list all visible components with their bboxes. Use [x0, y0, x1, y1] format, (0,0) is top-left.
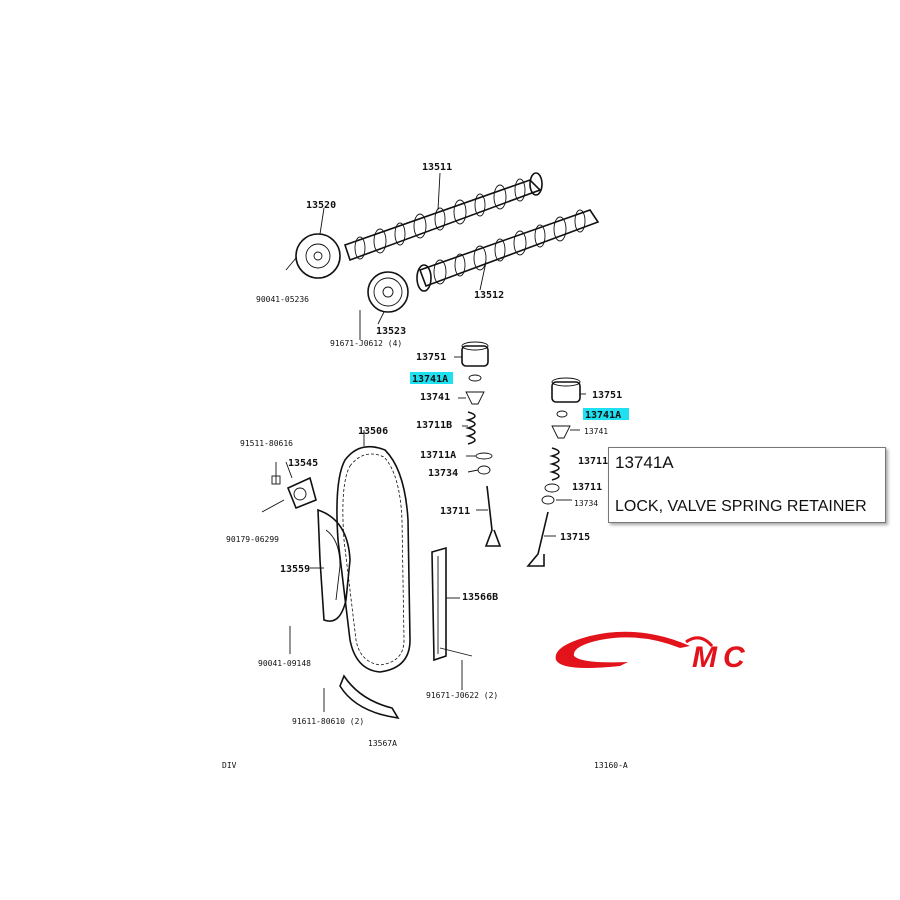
cam-sprocket[interactable] — [367, 271, 409, 313]
label-bolt-cam[interactable]: 90041-05236 — [256, 295, 309, 304]
label-cam-gear[interactable]: 13520 — [306, 200, 336, 211]
label-lifter-right[interactable]: 13751 — [592, 390, 622, 401]
label-seal-right[interactable]: 13734 — [574, 499, 598, 508]
label-valve-right[interactable]: 13715 — [560, 532, 590, 543]
label-guide-lower[interactable]: 13567A — [368, 739, 397, 748]
label-retainer-right[interactable]: 13741 — [584, 427, 608, 436]
label-spring-right[interactable]: 13711 — [578, 456, 608, 467]
tooltip-part-code: 13741A — [615, 453, 674, 472]
label-camshaft-2[interactable]: 13512 — [474, 290, 504, 301]
part-tooltip: 13741A LOCK, VALVE SPRING RETAINER — [608, 447, 886, 523]
camshaft-lower[interactable] — [416, 209, 600, 292]
label-slipper[interactable]: 13559 — [280, 564, 310, 575]
label-seat-left[interactable]: 13711A — [420, 450, 456, 461]
label-bolt-sprocket[interactable]: 91671-J0612 (4) — [330, 339, 402, 348]
label-valve-left[interactable]: 13711 — [440, 506, 470, 517]
label-corner-left: DIV — [222, 761, 237, 770]
label-guide-right[interactable]: 13566B — [462, 592, 498, 603]
label-retainer-left[interactable]: 13741 — [420, 392, 450, 403]
timing-chain[interactable] — [336, 445, 411, 673]
label-bolt-guide-lower[interactable]: 91611-80610 (2) — [292, 717, 364, 726]
label-lock-right[interactable]: 13741A — [585, 410, 621, 421]
tooltip-part-description: LOCK, VALVE SPRING RETAINER — [615, 498, 867, 515]
valve-stack-right[interactable] — [526, 377, 581, 567]
camshaft-upper[interactable] — [343, 172, 543, 262]
logo-text: MC — [692, 641, 751, 674]
highlight-lock-left — [410, 372, 453, 384]
label-camshaft-1[interactable]: 13511 — [422, 162, 452, 173]
label-spring-left[interactable]: 13711B — [416, 420, 452, 431]
leader-lines — [285, 172, 586, 712]
label-chain[interactable]: 13506 — [358, 426, 388, 437]
chain-guide-right[interactable] — [431, 546, 447, 662]
label-lock-left[interactable]: 13741A — [412, 374, 448, 385]
label-seat-right[interactable]: 13711 — [572, 482, 602, 493]
label-sprocket[interactable]: 13523 — [376, 326, 406, 337]
label-tensioner[interactable]: 13545 — [288, 458, 318, 469]
label-bolt-tensioner-2[interactable]: 90179-06299 — [226, 535, 279, 544]
label-bolt-tensioner[interactable]: 91511-80616 — [240, 439, 293, 448]
label-bolt-guide-right[interactable]: 91671-J0622 (2) — [426, 691, 498, 700]
cam-gear[interactable] — [295, 233, 341, 279]
label-corner-right: 13160-A — [594, 761, 628, 770]
chain-slipper[interactable] — [317, 508, 351, 622]
brand-logo: MC — [555, 631, 751, 674]
chain-guide-lower[interactable] — [339, 674, 400, 720]
highlight-lock-right — [583, 408, 629, 420]
label-seal-left[interactable]: 13734 — [428, 468, 458, 479]
part-labels: 13511 13520 90041-05236 13512 13523 9167… — [222, 162, 629, 770]
valve-stack-left[interactable] — [461, 341, 502, 547]
label-bolt-slipper[interactable]: 90041-09148 — [258, 659, 311, 668]
chain-tensioner[interactable] — [261, 462, 317, 513]
label-lifter-left[interactable]: 13751 — [416, 352, 446, 363]
